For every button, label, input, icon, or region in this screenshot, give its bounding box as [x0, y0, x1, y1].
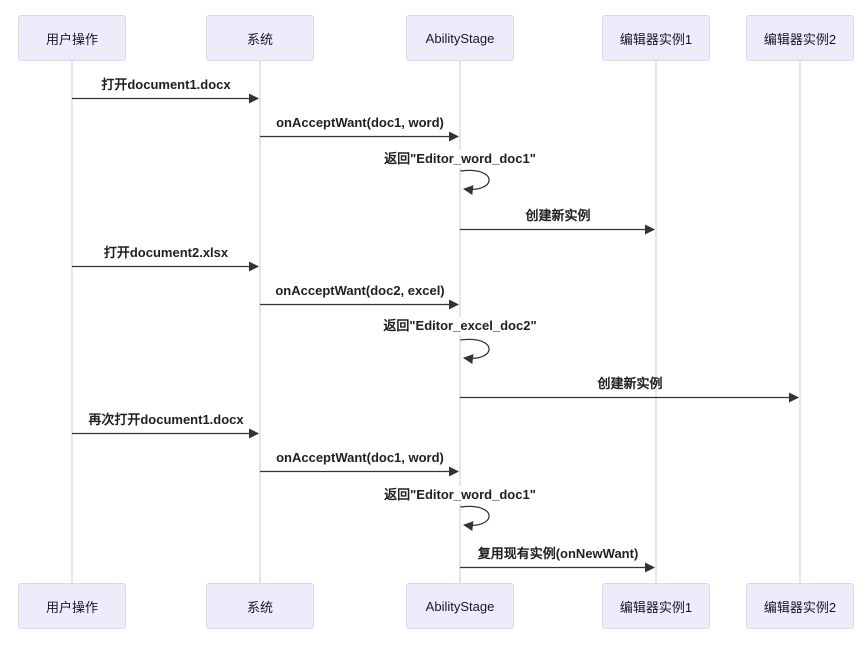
- message-label-return-excel-doc2: 返回"Editor_excel_doc2": [340, 317, 580, 335]
- message-label-open-doc1: 打开document1.docx: [101, 77, 231, 92]
- participant-label: 编辑器实例1: [619, 31, 693, 47]
- message-self-loop-3: [460, 169, 490, 196]
- participant-label: 编辑器实例2: [763, 599, 837, 615]
- participant-editor-instance-2-bottom: 编辑器实例2: [746, 583, 854, 629]
- participant-label: 系统: [246, 31, 273, 47]
- message-label-onacceptwant-doc2: onAcceptWant(doc2, excel): [275, 283, 445, 298]
- message-self-loop-11: [460, 505, 490, 532]
- participant-user-operation-top: 用户操作: [18, 15, 126, 61]
- participant-editor-instance-2-top: 编辑器实例2: [746, 15, 854, 61]
- participant-system-bottom: 系统: [206, 583, 314, 629]
- message-label-create-instance-2: 创建新实例: [597, 376, 663, 391]
- message-label-onacceptwant-doc1-again: onAcceptWant(doc1, word): [276, 450, 444, 465]
- participant-editor-instance-1-bottom: 编辑器实例1: [602, 583, 710, 629]
- participant-system-top: 系统: [206, 15, 314, 61]
- participant-ability-stage-top: AbilityStage: [406, 15, 514, 61]
- participant-user-operation-bottom: 用户操作: [18, 583, 126, 629]
- participant-label: 用户操作: [45, 599, 98, 615]
- participant-label: AbilityStage: [425, 598, 495, 614]
- message-label-reopen-doc1: 再次打开document1.docx: [88, 412, 244, 427]
- participant-editor-instance-1-top: 编辑器实例1: [602, 15, 710, 61]
- message-label-return-word-doc1: 返回"Editor_word_doc1": [340, 150, 580, 168]
- message-label-create-instance-1: 创建新实例: [525, 208, 591, 223]
- participant-label: 用户操作: [45, 31, 98, 47]
- message-self-loop-7: [460, 338, 490, 365]
- participant-label: 编辑器实例1: [619, 599, 693, 615]
- participant-ability-stage-bottom: AbilityStage: [406, 583, 514, 629]
- message-label-onacceptwant-doc1: onAcceptWant(doc1, word): [276, 115, 444, 130]
- message-label-return-word-doc1-again: 返回"Editor_word_doc1": [340, 486, 580, 504]
- participant-label: 编辑器实例2: [763, 31, 837, 47]
- participant-label: AbilityStage: [425, 30, 495, 46]
- participant-label: 系统: [246, 599, 273, 615]
- message-label-open-doc2: 打开document2.xlsx: [103, 245, 229, 260]
- message-label-reuse-instance: 复用现有实例(onNewWant): [477, 546, 639, 561]
